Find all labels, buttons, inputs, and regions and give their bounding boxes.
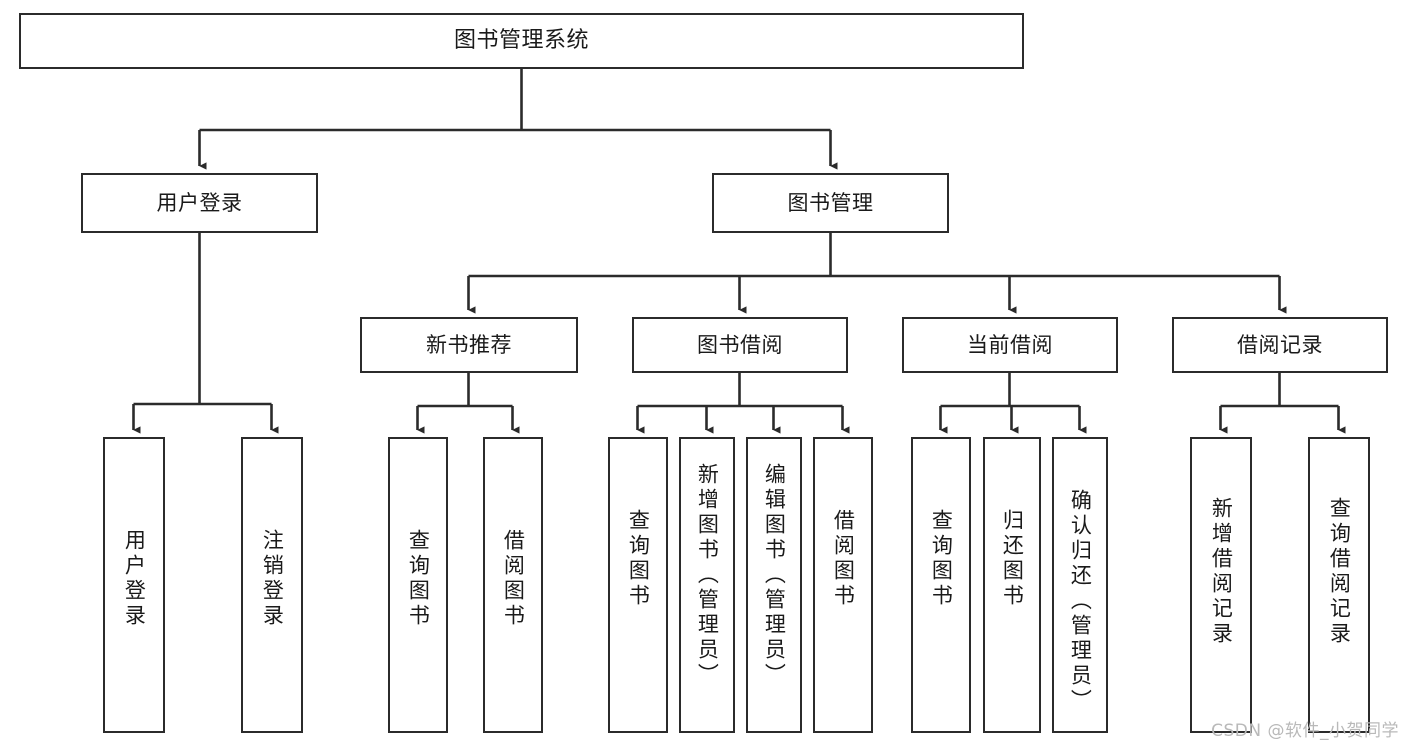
node-current-borrow-label: 当前借阅 — [967, 332, 1053, 357]
node-leaf-add-record-label: 新增借阅记录 — [1209, 497, 1234, 647]
node-user-login[interactable]: 用户登录 — [81, 173, 318, 233]
node-new-book-rec[interactable]: 新书推荐 — [360, 317, 578, 373]
node-leaf-add-book[interactable]: 新增图书（管理员） — [679, 437, 735, 733]
node-leaf-logout[interactable]: 注销登录 — [241, 437, 303, 733]
node-leaf-user-login[interactable]: 用户登录 — [103, 437, 165, 733]
node-leaf-borrow-book-rec[interactable]: 借阅图书 — [483, 437, 543, 733]
node-leaf-borrow-book-br-label: 借阅图书 — [831, 509, 856, 609]
node-leaf-return-book-label: 归还图书 — [1000, 509, 1025, 609]
node-leaf-edit-book[interactable]: 编辑图书（管理员） — [746, 437, 802, 733]
node-leaf-query-record[interactable]: 查询借阅记录 — [1308, 437, 1370, 733]
node-leaf-query-book-rec-label: 查询图书 — [406, 529, 431, 629]
node-user-login-label: 用户登录 — [156, 190, 243, 215]
node-leaf-edit-book-label: 编辑图书（管理员） — [762, 463, 787, 688]
node-borrow-record[interactable]: 借阅记录 — [1172, 317, 1388, 373]
node-leaf-query-book-rec[interactable]: 查询图书 — [388, 437, 448, 733]
node-leaf-return-book[interactable]: 归还图书 — [983, 437, 1041, 733]
node-leaf-confirm-return-label: 确认归还（管理员） — [1068, 489, 1093, 714]
node-leaf-add-record[interactable]: 新增借阅记录 — [1190, 437, 1252, 733]
node-leaf-add-book-label: 新增图书（管理员） — [695, 463, 720, 688]
node-book-manage-label: 图书管理 — [787, 190, 874, 215]
node-leaf-query-book-cb-label: 查询图书 — [929, 509, 954, 609]
node-current-borrow[interactable]: 当前借阅 — [902, 317, 1118, 373]
csdn-watermark: CSDN @软件_小贺同学 — [1211, 721, 1399, 741]
node-book-borrow[interactable]: 图书借阅 — [632, 317, 848, 373]
node-root[interactable]: 图书管理系统 — [19, 13, 1024, 69]
node-leaf-confirm-return[interactable]: 确认归还（管理员） — [1052, 437, 1108, 733]
node-leaf-user-login-label: 用户登录 — [122, 529, 147, 629]
node-leaf-logout-label: 注销登录 — [260, 529, 285, 629]
node-borrow-record-label: 借阅记录 — [1237, 332, 1323, 357]
node-leaf-query-book-cb[interactable]: 查询图书 — [911, 437, 971, 733]
node-leaf-query-record-label: 查询借阅记录 — [1327, 497, 1352, 647]
node-leaf-borrow-book-rec-label: 借阅图书 — [501, 529, 526, 629]
node-leaf-query-book-br-label: 查询图书 — [626, 509, 651, 609]
node-leaf-borrow-book-br[interactable]: 借阅图书 — [813, 437, 873, 733]
node-book-manage[interactable]: 图书管理 — [712, 173, 949, 233]
node-new-book-rec-label: 新书推荐 — [426, 332, 512, 357]
node-book-borrow-label: 图书借阅 — [697, 332, 783, 357]
node-root-label: 图书管理系统 — [453, 28, 589, 54]
node-leaf-query-book-br[interactable]: 查询图书 — [608, 437, 668, 733]
